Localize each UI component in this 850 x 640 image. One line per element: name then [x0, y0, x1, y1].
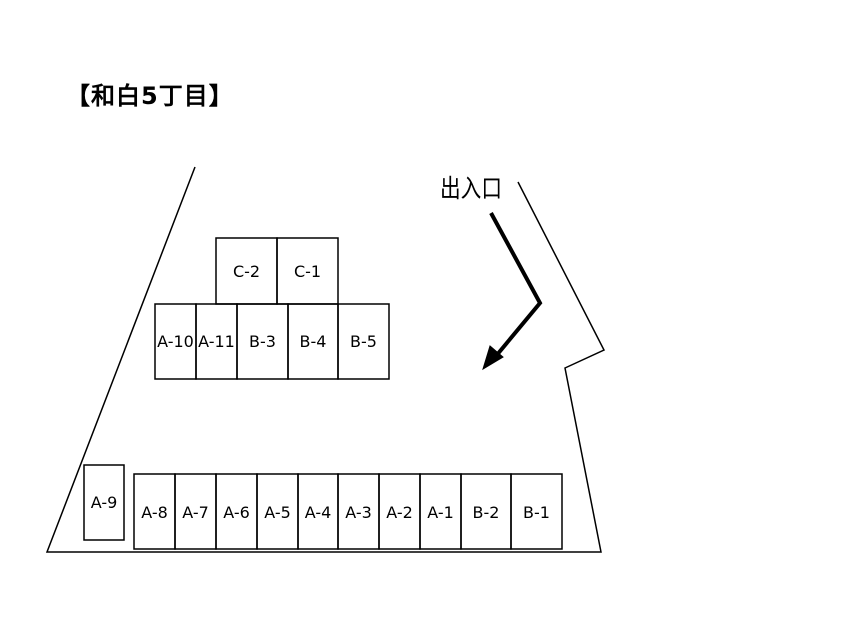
space-label: B-5	[350, 332, 377, 351]
space-label: B-3	[249, 332, 276, 351]
space-label: A-5	[264, 503, 291, 522]
space-b-5: B-5	[337, 303, 390, 380]
space-label: B-4	[300, 332, 327, 351]
space-a-4: A-4	[297, 473, 339, 550]
space-a-7: A-7	[174, 473, 217, 550]
space-label: C-1	[294, 262, 321, 281]
space-a-5: A-5	[256, 473, 299, 550]
space-label: A-9	[91, 493, 118, 512]
space-label: A-2	[386, 503, 413, 522]
space-label: A-6	[223, 503, 250, 522]
space-c-2: C-2	[215, 237, 278, 305]
space-label: A-8	[141, 503, 168, 522]
space-label: A-7	[182, 503, 209, 522]
space-b-1: B-1	[510, 473, 563, 550]
space-label: B-1	[523, 503, 550, 522]
space-a-3: A-3	[337, 473, 380, 550]
space-a-6: A-6	[215, 473, 258, 550]
space-b-4: B-4	[287, 303, 339, 380]
entrance-arrow-icon	[482, 212, 543, 371]
space-b-2: B-2	[460, 473, 512, 550]
space-a-1: A-1	[419, 473, 462, 550]
space-label: A-3	[345, 503, 372, 522]
space-a-11: A-11	[195, 303, 238, 380]
entrance-label: 出入口	[440, 174, 502, 203]
space-label: A-10	[157, 332, 194, 351]
space-label: B-2	[473, 503, 500, 522]
page-title: 【和白5丁目】	[66, 82, 234, 110]
space-b-3: B-3	[236, 303, 289, 380]
space-a-9: A-9	[83, 464, 125, 541]
space-a-2: A-2	[378, 473, 421, 550]
space-label: C-2	[233, 262, 260, 281]
space-label: A-1	[427, 503, 454, 522]
space-c-1: C-1	[276, 237, 339, 305]
space-a-8: A-8	[133, 473, 176, 550]
space-label: A-4	[305, 503, 332, 522]
space-label: A-11	[198, 332, 235, 351]
space-a-10: A-10	[154, 303, 197, 380]
lot-boundary-left	[45, 166, 606, 553]
